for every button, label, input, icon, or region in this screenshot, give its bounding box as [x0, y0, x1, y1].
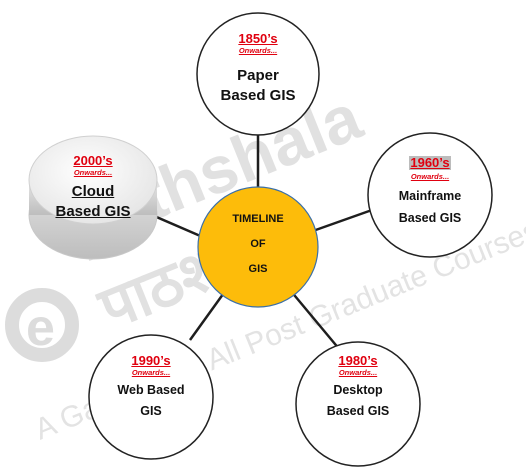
- node-mainframe-label-line1: Mainframe: [398, 189, 462, 203]
- node-cloud-shape: [28, 135, 158, 260]
- node-mainframe-onwards: Onwards...: [410, 172, 450, 181]
- node-mainframe-label-line2: Based GIS: [398, 211, 462, 225]
- node-cloud-onwards: Onwards...: [73, 168, 113, 177]
- connector-desktop: [289, 289, 341, 351]
- node-desktop-label-line1: Desktop: [333, 383, 383, 397]
- node-web-onwards: Onwards...: [131, 368, 171, 377]
- node-desktop-era: 1980’s: [338, 353, 378, 368]
- connector-mainframe: [309, 208, 373, 234]
- center-title-line2: OF: [250, 238, 266, 250]
- center-circle: [197, 186, 319, 308]
- node-mainframe: 1960’s Onwards... Mainframe Based GIS: [375, 154, 485, 226]
- node-web: 1990’s Onwards... Web Based GIS: [96, 353, 206, 419]
- node-paper-label-line1: Paper: [237, 67, 279, 84]
- node-mainframe-circle: [367, 132, 493, 258]
- node-paper: 1850’s Onwards... Paper Based GIS: [203, 31, 313, 105]
- node-cloud-label-line1: Cloud: [71, 183, 115, 200]
- node-desktop-circle: [295, 341, 421, 467]
- node-desktop: 1980’s Onwards... Desktop Based GIS: [303, 353, 413, 419]
- node-mainframe-era: 1960’s: [409, 155, 451, 170]
- watermark-logo-icon: [5, 288, 79, 362]
- node-cloud-era: 2000’s: [73, 153, 113, 168]
- center-title-line1: TIMELINE: [232, 213, 284, 225]
- watermark-logo-letter: e: [26, 299, 55, 357]
- node-desktop-label-line2: Based GIS: [326, 404, 390, 418]
- node-web-circle: [88, 334, 214, 460]
- node-web-label-line2: GIS: [140, 404, 162, 418]
- node-paper-label-line2: Based GIS: [220, 87, 296, 104]
- node-paper-era: 1850’s: [238, 31, 278, 46]
- center-title: TIMELINE OF GIS: [208, 213, 308, 275]
- node-paper-onwards: Onwards...: [238, 46, 278, 55]
- node-desktop-onwards: Onwards...: [338, 368, 378, 377]
- node-web-era: 1990’s: [131, 353, 171, 368]
- center-title-line3: GIS: [248, 263, 268, 275]
- node-cloud: 2000’s Onwards... Cloud Based GIS: [38, 153, 148, 221]
- node-cloud-label-line2: Based GIS: [55, 203, 131, 220]
- connector-web: [188, 289, 228, 341]
- node-web-label-line1: Web Based: [117, 383, 185, 397]
- node-paper-circle: [196, 12, 320, 136]
